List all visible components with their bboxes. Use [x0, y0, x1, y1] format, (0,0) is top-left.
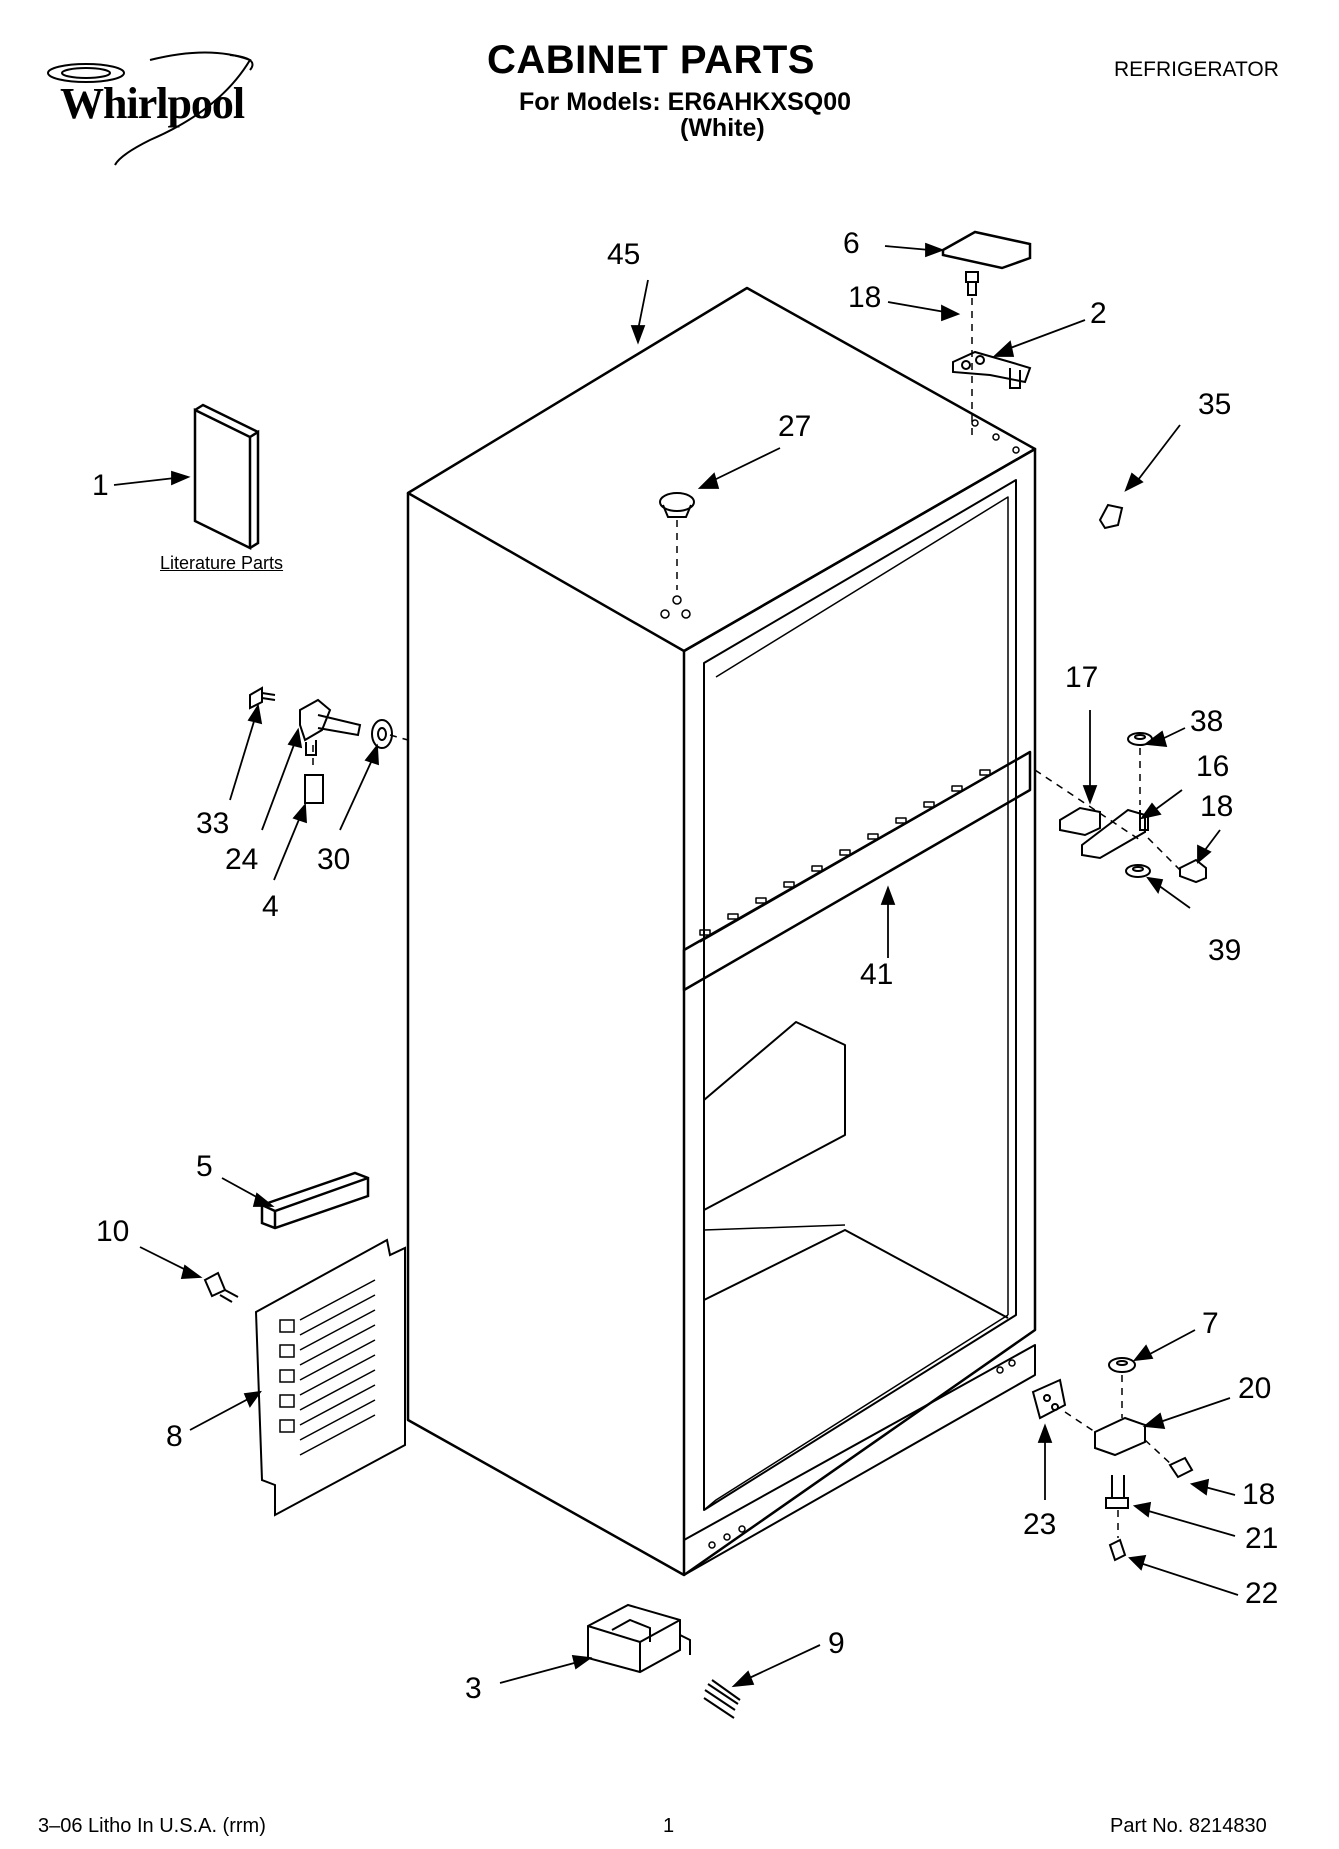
callout-10: 10 — [96, 1215, 130, 1248]
callout-3: 3 — [465, 1672, 482, 1705]
callout-18-low: 18 — [1242, 1478, 1276, 1511]
callout-41: 41 — [860, 958, 894, 991]
literature-parts-label: Literature Parts — [160, 553, 284, 573]
top-hinge-screw — [965, 271, 979, 296]
hinge-cover — [941, 230, 1032, 270]
part-number: Part No. 8214830 — [1110, 1815, 1267, 1837]
appliance-category: REFRIGERATOR — [1114, 58, 1279, 81]
refrigerator-cabinet-drawing — [406, 286, 1037, 1577]
callout-17: 17 — [1065, 661, 1099, 694]
callout-4: 4 — [262, 890, 279, 923]
callout-21: 21 — [1245, 1522, 1279, 1555]
top-plug — [659, 492, 695, 518]
callout-leaders — [113, 242, 1239, 1688]
callout-18-top: 18 — [848, 281, 882, 314]
center-hinge-assembly — [1059, 732, 1207, 884]
left-bracket-assembly — [249, 686, 393, 804]
assembly-dashed-lines — [312, 298, 1181, 1538]
models-line: For Models: ER6AHKXSQ00 — [519, 88, 852, 116]
callout-18-mid: 18 — [1200, 790, 1234, 823]
callout-20: 20 — [1238, 1372, 1272, 1405]
callout-33: 33 — [196, 807, 230, 840]
leveling-assembly — [587, 1603, 741, 1719]
callout-45: 45 — [607, 238, 641, 271]
literature-book — [193, 403, 260, 551]
callout-16: 16 — [1196, 750, 1230, 783]
callout-35: 35 — [1198, 388, 1232, 421]
hinge-plug — [1098, 503, 1124, 530]
callout-1: 1 — [92, 469, 109, 502]
callout-22: 22 — [1245, 1577, 1279, 1610]
grille-screw — [203, 1271, 239, 1303]
litho-info: 3–06 Litho In U.S.A. (rrm) — [38, 1815, 266, 1837]
bottom-hinge-assembly — [1031, 1357, 1194, 1562]
trim-bar — [260, 1171, 370, 1230]
callout-7: 7 — [1202, 1307, 1219, 1340]
color-variant: (White) — [680, 114, 765, 142]
callout-30: 30 — [317, 843, 351, 876]
callout-5: 5 — [196, 1150, 213, 1183]
kick-grille — [254, 1238, 406, 1517]
callout-24: 24 — [225, 843, 259, 876]
top-hinge — [952, 350, 1032, 389]
page-number: 1 — [663, 1815, 675, 1837]
callout-27: 27 — [778, 410, 812, 443]
callout-38: 38 — [1190, 705, 1224, 738]
callout-2: 2 — [1090, 297, 1107, 330]
callout-9: 9 — [828, 1627, 845, 1660]
callout-39: 39 — [1208, 934, 1242, 967]
callout-8: 8 — [166, 1420, 183, 1453]
callout-6: 6 — [843, 227, 860, 260]
brand-logo: Whirlpool — [60, 79, 245, 128]
page-title: CABINET PARTS — [487, 38, 815, 82]
callout-23: 23 — [1023, 1508, 1057, 1541]
